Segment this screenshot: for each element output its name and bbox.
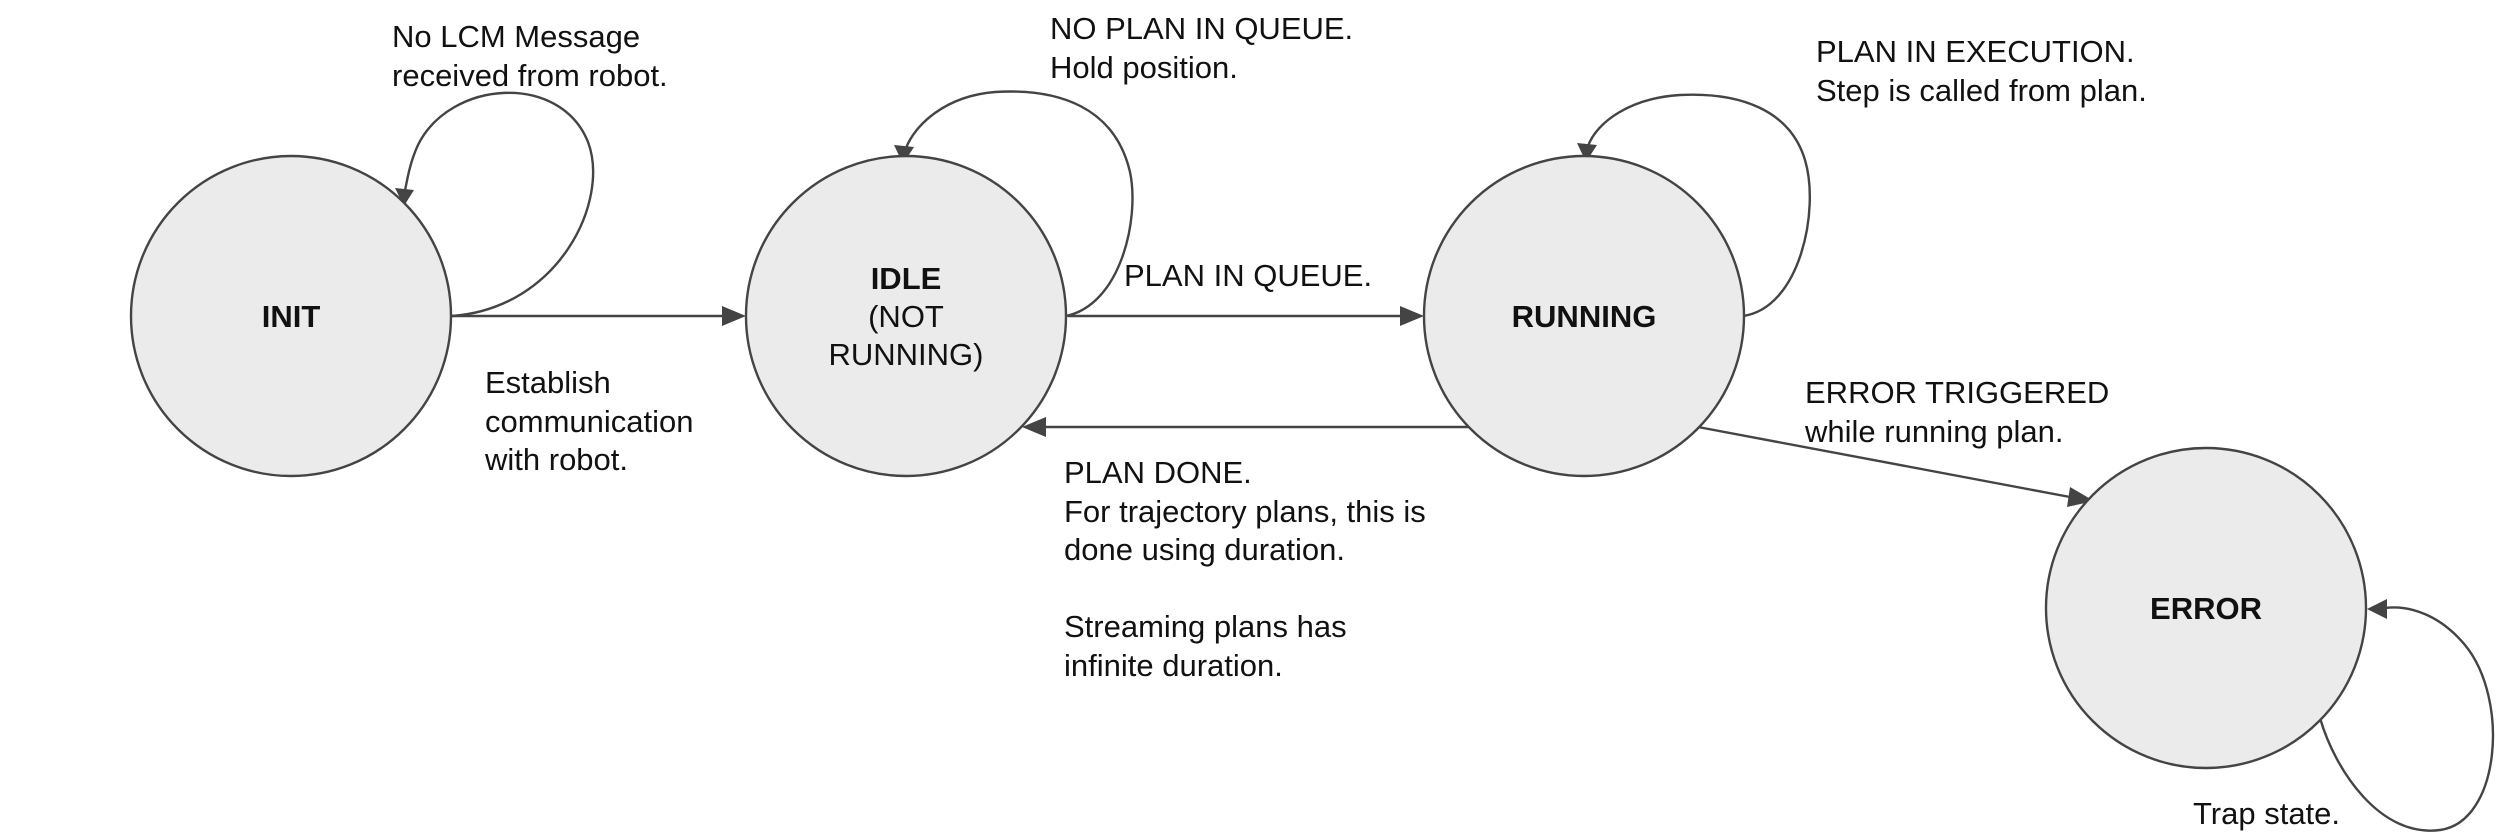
running-self-loop-label: PLAN IN EXECUTION. Step is called from p…	[1816, 34, 2147, 108]
error-self-loop-label-line-1: Trap state.	[2193, 796, 2340, 831]
state-running-circle	[1422, 154, 1746, 478]
init-to-idle-label-line-1: Establish	[485, 365, 611, 400]
running-to-idle-label-line-4: Streaming plans has	[1064, 609, 1347, 644]
state-running: RUNNING	[1422, 154, 1746, 478]
running-to-error-label-line-1: ERROR TRIGGERED	[1805, 375, 2109, 410]
init-to-idle-label: Establish communication with robot.	[484, 365, 693, 477]
running-to-idle-label-line-2: For trajectory plans, this is	[1064, 494, 1426, 529]
init-to-idle-arrowhead	[722, 306, 746, 326]
state-error-circle	[2044, 446, 2368, 770]
state-error: ERROR	[2044, 446, 2368, 770]
idle-to-running-label-line-1: PLAN IN QUEUE.	[1124, 258, 1372, 293]
running-to-error-label-line-2: while running plan.	[1804, 414, 2064, 449]
running-to-idle-arrowhead	[1022, 417, 1046, 437]
state-idle-label: IDLE	[871, 261, 942, 296]
error-self-loop-label: Trap state.	[2193, 796, 2340, 831]
init-self-loop-label: No LCM Message received from robot.	[392, 19, 668, 93]
state-error-label: ERROR	[2150, 591, 2262, 626]
init-self-loop-arrowhead	[395, 188, 414, 206]
running-self-loop-label-line-2: Step is called from plan.	[1816, 73, 2147, 108]
state-running-label: RUNNING	[1512, 299, 1657, 334]
running-to-error-label: ERROR TRIGGERED while running plan.	[1804, 375, 2109, 449]
init-self-loop-label-line-1: No LCM Message	[392, 19, 640, 54]
running-self-loop-label-line-1: PLAN IN EXECUTION.	[1816, 34, 2135, 69]
running-to-idle-label-line-1: PLAN DONE.	[1064, 455, 1252, 490]
state-idle-sublabel-2: RUNNING)	[829, 337, 984, 372]
running-to-idle-label-line-3: done using duration.	[1064, 532, 1345, 567]
init-self-loop-label-line-2: received from robot.	[392, 58, 668, 93]
state-init-label: INIT	[262, 299, 321, 334]
running-self-loop-edge	[1586, 93, 1811, 318]
init-to-idle-label-line-3: with robot.	[484, 442, 628, 477]
init-self-loop-edge	[402, 91, 595, 318]
idle-self-loop-arrowhead	[894, 145, 914, 164]
running-to-idle-label: PLAN DONE. For trajectory plans, this is…	[1064, 455, 1426, 683]
state-init: INIT	[129, 154, 453, 478]
running-to-idle-label-line-5: infinite duration.	[1064, 648, 1283, 683]
error-self-loop-arrowhead	[2367, 599, 2387, 619]
error-self-loop-edge	[2318, 606, 2495, 832]
idle-self-loop-label-line-2: Hold position.	[1050, 50, 1238, 85]
idle-self-loop-label: NO PLAN IN QUEUE. Hold position.	[1050, 11, 1353, 85]
state-idle: IDLE (NOT RUNNING)	[744, 154, 1068, 478]
state-idle-sublabel-1: (NOT	[868, 299, 944, 334]
idle-to-running-label: PLAN IN QUEUE.	[1124, 258, 1372, 293]
state-init-circle	[129, 154, 453, 478]
state-idle-circle	[744, 154, 1068, 478]
running-to-error-edge	[1697, 425, 2071, 499]
init-to-idle-label-line-2: communication	[485, 404, 693, 439]
idle-self-loop-edge	[904, 90, 1134, 318]
running-self-loop-arrowhead	[1577, 143, 1597, 162]
idle-self-loop-label-line-1: NO PLAN IN QUEUE.	[1050, 11, 1353, 46]
idle-to-running-arrowhead	[1400, 306, 1424, 326]
